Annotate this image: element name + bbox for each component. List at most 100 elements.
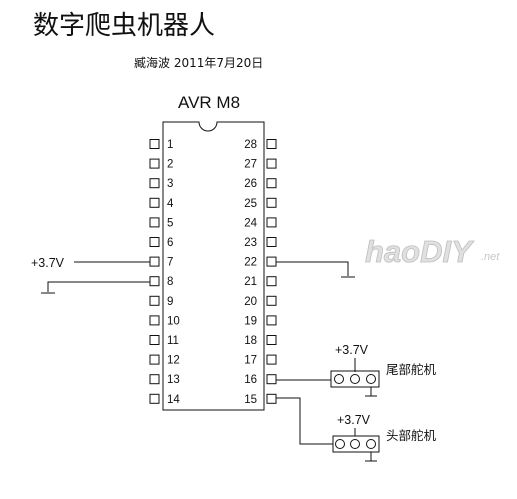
pin-number: 5: [167, 217, 173, 229]
chip-pin-left: 1: [149, 139, 173, 151]
head-servo: +3.7V 头部舵机: [276, 397, 437, 462]
pin-pad: [149, 374, 160, 385]
pin-number: 15: [244, 394, 257, 406]
right-pin-group: 28 27 26 25 24 23 22 21 20 19 18 17 16 15: [244, 139, 277, 406]
pin-pad: [149, 197, 160, 208]
pin-number: 7: [167, 257, 173, 269]
tail-servo-connector: [330, 370, 380, 388]
pin-pad: [266, 276, 277, 287]
pin-pad: [266, 197, 277, 208]
pin-number: 23: [244, 237, 257, 249]
pin-number: 6: [167, 237, 173, 249]
pin-number: 3: [167, 178, 173, 190]
chip-body: [162, 121, 265, 411]
pin7-supply-net: +3.7V: [31, 256, 150, 270]
chip-pin-right: 18: [244, 335, 277, 347]
pin-number: 20: [244, 296, 257, 308]
pin-number: 24: [244, 217, 257, 229]
head-supply-label: +3.7V: [337, 413, 371, 427]
pin-number: 13: [167, 374, 180, 386]
chip-pin-left: 4: [149, 197, 174, 210]
pin-pad: [149, 237, 160, 247]
pin-pad: [266, 217, 277, 228]
pin-pad: [266, 178, 277, 189]
pin-pad: [149, 295, 160, 306]
chip-pin-right: 28: [244, 139, 277, 151]
pin-pad: [266, 237, 277, 247]
pin-number: 18: [244, 335, 257, 347]
pin-number: 4: [167, 198, 174, 210]
tail-servo: +3.7V 尾部舵机: [276, 343, 437, 397]
tail-ground-pin: [366, 374, 376, 384]
pin-number: 28: [244, 139, 257, 151]
pin-pad: [149, 276, 160, 287]
pin8-wire: [47, 281, 150, 292]
author-date: 臧海波 2011年7月20日: [134, 55, 263, 70]
pin-number: 16: [244, 374, 257, 386]
pin-number: 8: [167, 276, 173, 288]
chip-name: AVR M8: [178, 93, 240, 112]
chip-pin-right: 20: [244, 295, 277, 308]
pin-pad: [266, 158, 277, 169]
pin-pad: [149, 158, 160, 169]
pin-pad: [149, 217, 160, 228]
chip-pin-left: 9: [149, 295, 173, 308]
pin-number: 11: [167, 335, 179, 347]
pin-number: 1: [167, 139, 173, 151]
pin-pad: [266, 256, 277, 267]
watermark-text: haoDIY: [365, 234, 475, 269]
chip-pin-right: 25: [244, 197, 277, 210]
chip-pin-left: 6: [149, 237, 173, 249]
chip-pin-left: 2: [149, 158, 173, 171]
chip-pin-right: 16: [244, 374, 277, 386]
pin22-wire: [276, 261, 349, 276]
chip-pin-right: 24: [244, 217, 277, 229]
pin-number: 27: [244, 159, 257, 171]
chip-pin-left: 13: [149, 374, 180, 386]
pin-pad: [149, 354, 160, 365]
chip-pin-right: 27: [244, 158, 277, 171]
pin-number: 22: [244, 257, 257, 269]
diagram-title: 数字爬虫机器人: [33, 11, 215, 41]
chip-pin-left: 14: [149, 393, 180, 406]
watermark-suffix: .net: [481, 251, 500, 263]
chip-pin-left: 8: [149, 276, 173, 288]
chip-pin-right: 22: [244, 256, 277, 269]
pin-number: 17: [244, 355, 257, 367]
head-power-pin: [350, 439, 360, 449]
chip-pin-right: 23: [244, 237, 277, 249]
pin8-ground-net: [41, 281, 150, 294]
pin-number: 12: [167, 355, 180, 367]
pin-number: 25: [244, 198, 257, 210]
pin-number: 9: [167, 296, 173, 308]
chip-pin-left: 7: [149, 256, 173, 269]
chip-outline: [162, 121, 265, 411]
chip-pin-right: 19: [244, 315, 277, 327]
head-signal-pin: [335, 439, 345, 449]
pin22-ground-net: [276, 261, 355, 278]
pin-number: 10: [167, 315, 180, 327]
pin-pad: [266, 393, 277, 404]
chip-pin-left: 11: [149, 335, 179, 347]
head-ground-pin: [366, 439, 376, 449]
pin-pad: [149, 315, 160, 326]
pin-pad: [266, 315, 277, 326]
tail-signal-pin: [334, 374, 344, 384]
pin-number: 21: [244, 276, 257, 288]
chip-pin-right: 21: [244, 276, 277, 288]
pin-number: 14: [167, 394, 180, 406]
pin-number: 26: [244, 178, 257, 190]
pin-pad: [149, 335, 160, 345]
tail-servo-label: 尾部舵机: [386, 362, 437, 377]
head-servo-label: 头部舵机: [386, 428, 437, 443]
chip-pin-left: 10: [149, 315, 180, 327]
pin-number: 2: [167, 159, 173, 171]
chip-pin-right: 17: [244, 354, 277, 367]
pin-pad: [149, 178, 160, 189]
pin-pad: [149, 256, 160, 267]
chip-pin-left: 12: [149, 354, 180, 367]
chip-pin-left: 3: [149, 178, 173, 190]
chip-pin-right: 15: [244, 393, 277, 406]
pin-pad: [266, 335, 277, 345]
